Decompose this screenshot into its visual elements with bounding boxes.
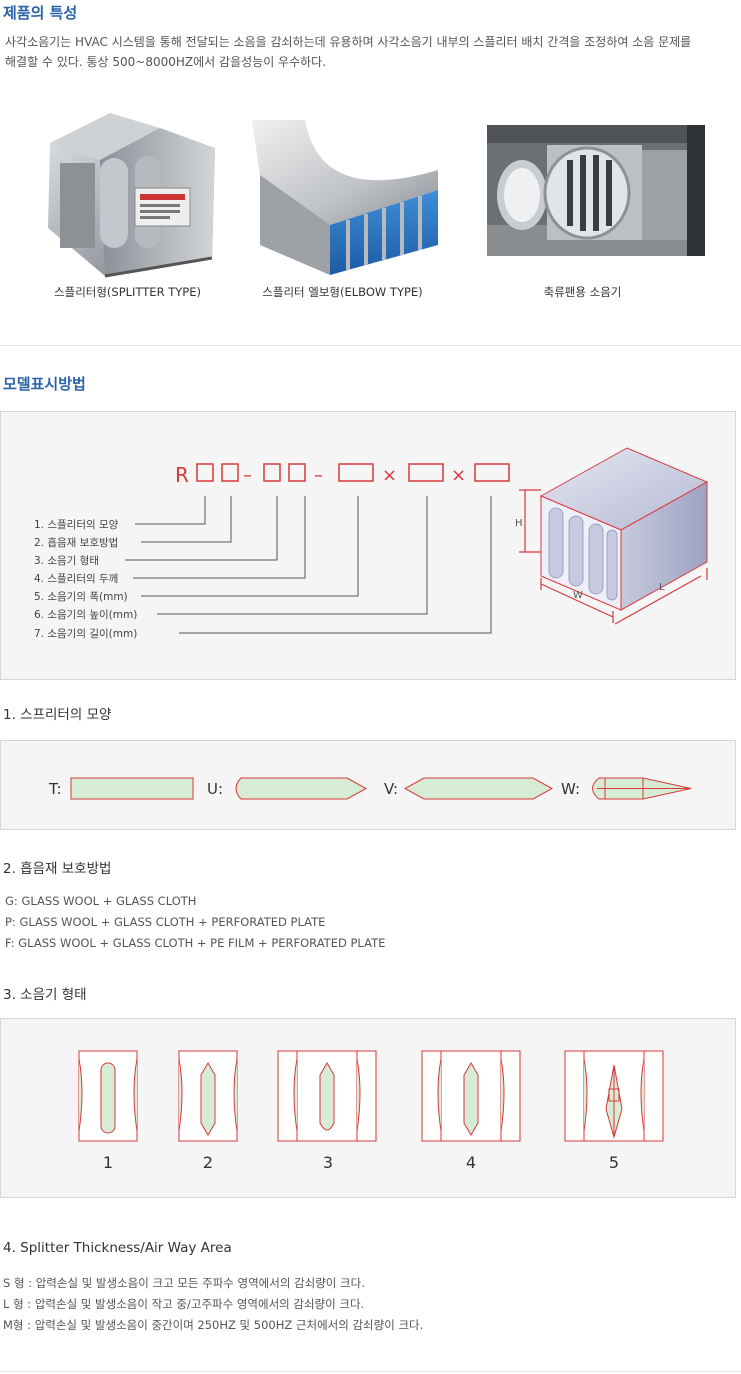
model-item-4: 4. 스플리터의 두께 [34, 573, 118, 585]
elbow-type-image [250, 115, 438, 277]
model-title: 모델표시방법 [3, 375, 86, 393]
thickness-line-m: M형 : 압력손실 및 발생소음이 중간이며 250HZ 및 500HZ 근처에… [3, 1318, 424, 1332]
shape-t-plain [70, 777, 194, 800]
product-caption-splitter: 스플리터형(SPLITTER TYPE) [54, 285, 201, 299]
thickness-title: 4. Splitter Thickness/Air Way Area [3, 1240, 232, 1256]
shape-title: 1. 스프리터의 모양 [3, 707, 112, 723]
silencer-form-box: 1 2 3 4 5 [0, 1018, 736, 1198]
form-number-5: 5 [609, 1153, 619, 1172]
model-item-6: 6. 소음기의 높이(mm) [34, 609, 137, 621]
protect-title: 2. 흡음재 보호방법 [3, 861, 112, 877]
model-code-times-1: × [382, 465, 397, 486]
dim-label-l: L [659, 582, 665, 593]
thickness-line-s: S 형 : 압력손실 및 발생소음이 크고 모든 주파수 영역에서의 감쇠량이 … [3, 1276, 365, 1290]
dim-label-w: W [573, 590, 583, 601]
axial-fan-silencer-image [487, 125, 705, 256]
model-code-dash-2: – [314, 465, 323, 486]
feature-title: 제품의 특성 [3, 4, 78, 22]
silencer-box-illustration: H W L [515, 447, 709, 625]
model-item-5: 5. 소음기의 폭(mm) [34, 591, 128, 603]
dim-label-h: H [515, 518, 523, 529]
thickness-line-l: L 형 : 압력손실 및 발생소음이 작고 중/고주파수 영역에서의 감쇠량이 … [3, 1297, 365, 1311]
feature-desc-line2: 해결할 수 있다. 통상 500~8000HZ에서 감을성능이 우수하다. [5, 55, 327, 69]
bottom-divider [0, 1371, 741, 1372]
shape-label-w: W: [561, 780, 580, 798]
splitter-type-image [40, 108, 220, 278]
protect-line-f: F: GLASS WOOL + GLASS CLOTH + PE FILM + … [5, 936, 386, 950]
model-code-prefix: R [175, 463, 189, 487]
form-number-4: 4 [466, 1153, 476, 1172]
shape-label-v: V: [384, 780, 398, 798]
splitter-shape-box: T: U: V: W: [0, 740, 736, 830]
form-number-3: 3 [323, 1153, 333, 1172]
model-item-1: 1. 스플리터의 모양 [34, 519, 119, 531]
model-item-7: 7. 소음기의 길이(mm) [34, 627, 137, 640]
shape-v-pointed [403, 777, 554, 800]
model-item-3: 3. 소음기 형태 [34, 555, 99, 567]
form-number-2: 2 [203, 1153, 213, 1172]
shape-label-u: U: [207, 780, 223, 798]
model-diagram-box: R – – × × 1. 스플리터의 모양 2. 흡음재 보호방법 [0, 411, 736, 680]
product-caption-axial: 축류팬용 소음기 [543, 285, 622, 299]
protect-line-g: G: GLASS WOOL + GLASS CLOTH [5, 894, 197, 908]
shape-u-rounded [235, 777, 368, 800]
model-code-dash-1: – [243, 465, 252, 486]
form-title: 3. 소음기 형태 [3, 987, 87, 1003]
shape-label-t: T: [48, 780, 62, 798]
model-item-2: 2. 흡음재 보호방법 [34, 536, 118, 549]
product-caption-elbow: 스플리터 엘보형(ELBOW TYPE) [262, 285, 423, 299]
feature-desc-line1: 사각소음기는 HVAC 시스템을 통해 전달되는 소음을 감쇠하는데 유용하며 … [5, 35, 692, 49]
section-divider [0, 345, 741, 346]
protect-line-p: P: GLASS WOOL + GLASS CLOTH + PERFORATED… [5, 915, 326, 929]
model-code-times-2: × [451, 465, 466, 486]
form-number-1: 1 [103, 1153, 113, 1172]
